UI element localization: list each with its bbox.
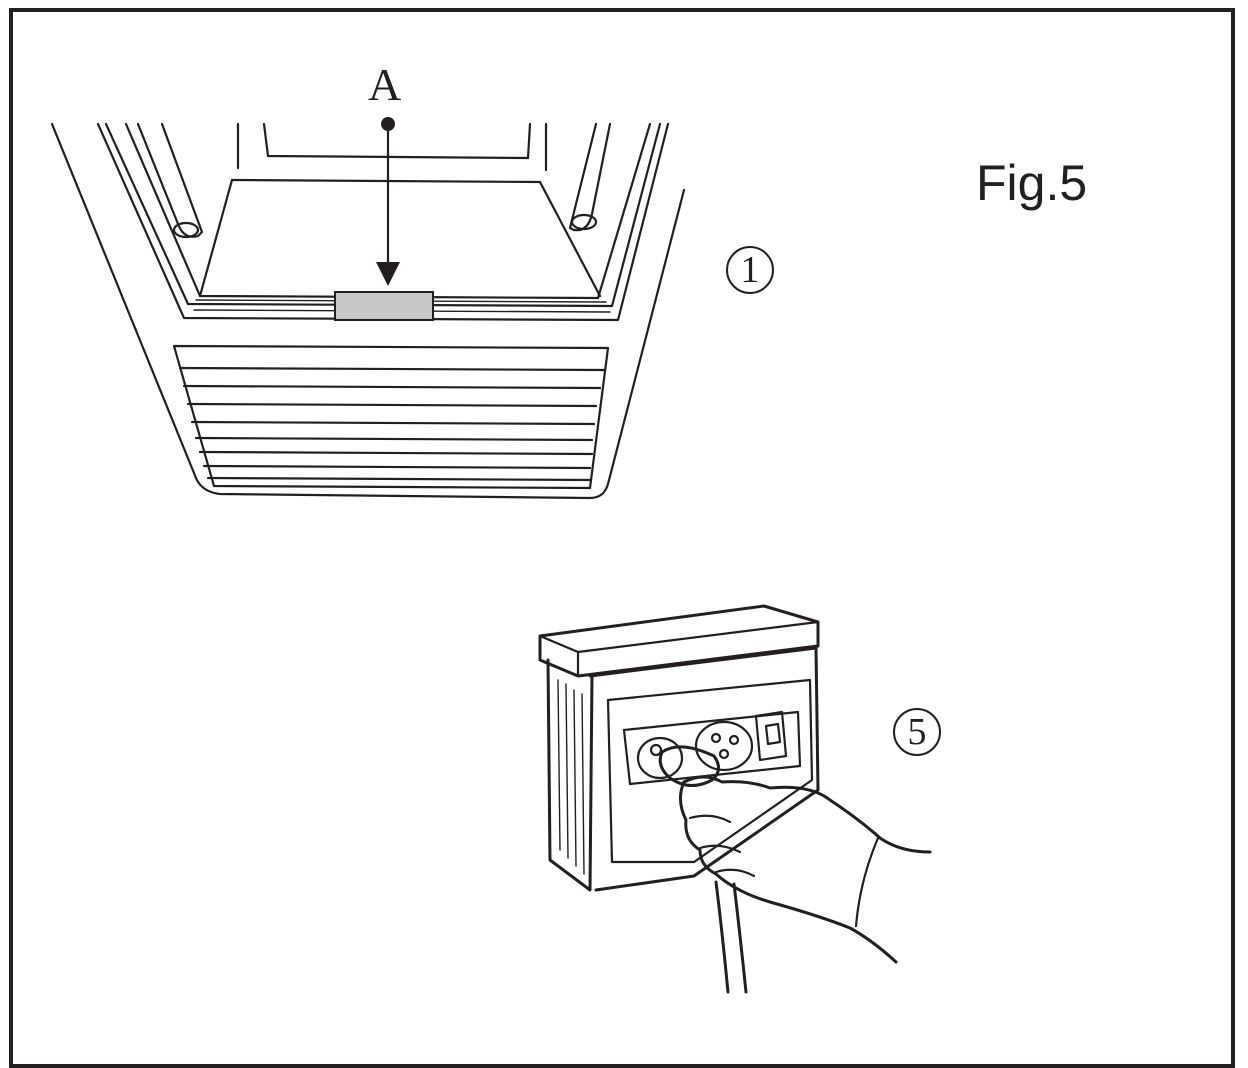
right-rail-end [570,213,598,231]
hand-bottom [679,780,898,964]
socket-outlet-right [694,720,754,772]
power-cord-left [714,880,730,994]
socket-box-lid [538,604,820,678]
power-cord-right [732,882,748,994]
callout-arrow-icon [376,262,400,286]
breaker-toggle [764,722,782,746]
socket-hole [718,748,730,760]
socket-outlet-left [636,736,684,780]
grille-slat [194,436,594,442]
grille-slat [178,366,606,372]
socket-plate [622,710,802,786]
socket-panel [606,678,814,864]
socket-illustration [538,604,932,994]
figure-label: Fig.5 [976,155,1088,211]
grille-slat [190,420,596,426]
grille-slat [182,384,602,390]
socket-hole [728,734,740,746]
breaker-switch [754,710,788,762]
grille-slat [206,476,592,482]
compartment-floor-left [198,178,234,298]
left-rail-end [172,221,200,239]
socket-box-side [546,658,594,892]
grille-panel [172,344,610,490]
hand-top [682,775,932,854]
compartment-floor-back [230,178,602,298]
rear-wall-top [262,122,532,160]
grille-slat [198,450,594,456]
socket-box-front [588,646,820,892]
step-number-5: 5 [893,708,941,756]
hand-cuff [854,836,880,928]
plug [658,745,720,787]
callout-label-a: A [368,59,402,110]
step-number-1: 1 [726,246,774,294]
grille-slat [186,402,598,408]
cabinet-outline [50,122,686,500]
part-a [334,291,434,321]
box-side-shading [557,679,585,875]
grille-slats [178,366,606,482]
right-rail [568,122,612,232]
figure-panel: Fig.5 A 1 5 [9,8,1235,1068]
socket-hole [710,732,722,744]
appliance-illustration [50,117,686,500]
lid-side-edge [538,634,580,654]
grille-slat [202,464,592,470]
plug-pin [649,743,663,757]
hand-fingers [688,814,756,878]
